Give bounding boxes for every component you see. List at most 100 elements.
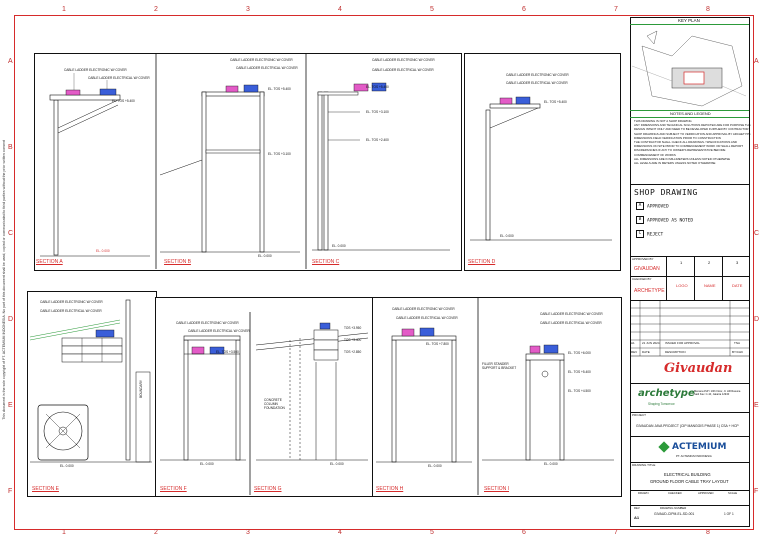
option-label: APPROVED AS NOTED (647, 218, 694, 224)
architect-tagline: Shaping Tomorrow (648, 402, 675, 406)
section-i-label: SECTION I (484, 486, 510, 492)
meta-checked: CHECKED (668, 491, 682, 495)
rev-label: REV (634, 506, 640, 510)
section-g-note1: CONCRETE COLUMN FOUNDATION (264, 398, 285, 410)
sheet-no: 1 OF 1 (724, 512, 734, 516)
grid-column-number: 3 (246, 6, 250, 13)
key-plan-map (632, 26, 746, 110)
option-label: APPROVED (647, 204, 669, 210)
revision-table-grid (630, 300, 749, 357)
section-g-label: SECTION G (254, 486, 282, 492)
option-checkbox[interactable]: C (636, 230, 644, 238)
drawing-border (14, 15, 754, 530)
option-label: REJECT (647, 232, 664, 238)
section-g-el1: TOS +3.950 (344, 326, 362, 330)
approved-by-value: GIVAUDAN (634, 266, 660, 272)
architect-address: Menara ASP / 10th Floor, Jl. HR Rasuna S… (694, 390, 741, 396)
note-line: ALL DIMENSIONS ARE IN MILLIMETERS UNLESS… (634, 156, 731, 161)
grid-column-number: 6 (522, 529, 526, 536)
section-b-el1: EL. TOS +5.400 (268, 87, 291, 91)
section-b-label: SECTION B (164, 259, 191, 265)
section-f-cable1: CABLE LADDER ELECTRONIC W/ COVER (176, 321, 239, 325)
divider (630, 110, 749, 111)
note-line: COMMENCEMENT OF WORKS (634, 152, 676, 157)
divider (630, 383, 749, 384)
section-d-cable1: CABLE LADDER ELECTRONIC W/ COVER (506, 73, 569, 77)
section-h-cable2: CABLE LADDER ELECTRICAL W/ COVER (396, 316, 458, 320)
divider (630, 184, 749, 185)
section-g-el2: TOS +3.400 (344, 338, 362, 342)
grid-column-number: 4 (338, 6, 342, 13)
sign-val-1: LOGO (676, 283, 688, 288)
rev-row1-date: 21 JUN 2024 (642, 341, 660, 345)
sign-val-3: DATE (732, 283, 743, 288)
section-b-el2: EL. TOS +3.100 (268, 152, 291, 156)
note-line: SHOP DRAWINGS AND SUBJECT TO VERIFICATIO… (634, 131, 751, 136)
divider (630, 462, 749, 463)
option-checkbox[interactable]: A (636, 202, 644, 210)
project-label: PROJECT (632, 413, 647, 417)
rev-value: A1 (634, 515, 640, 520)
grid-column-number: 3 (246, 529, 250, 536)
contractor-sub: PT. ACTEMIUM INDONESIA (676, 454, 712, 458)
section-f-el-bottom: EL. 0.000 (200, 462, 214, 466)
section-f-cable2: CABLE LADDER ELECTRICAL W/ COVER (188, 329, 250, 333)
section-c-el3: EL. TOS +2.400 (366, 138, 389, 142)
section-g-el-bottom: EL. 0.000 (330, 462, 344, 466)
section-i-cable2: CABLE LADDER ELECTRICAL W/ COVER (540, 321, 602, 325)
section-e-cable2: CABLE LADDER ELECTRICAL W/ COVER (40, 309, 102, 313)
client-logo: Givaudan (664, 361, 733, 376)
divider (630, 256, 749, 257)
drawing-title-label: DRAWING TITLE (632, 463, 656, 467)
section-c-el2: EL. TOS +3.100 (366, 110, 389, 114)
divider (630, 117, 749, 118)
divider (630, 24, 749, 25)
grid-column-number: 4 (338, 529, 342, 536)
divider (630, 490, 749, 491)
note-line: DIMENSIONS ON SITE PRIOR TO COMMENCEMENT… (634, 144, 744, 149)
option-checkbox[interactable]: B (636, 216, 644, 224)
section-d-el1: EL. TOS +5.400 (544, 100, 567, 104)
divider (666, 256, 667, 300)
drawing-title-1: ELECTRICAL BUILDING (664, 472, 711, 477)
section-i-el2: EL. TOS +5.400 (568, 370, 591, 374)
section-e-el-bottom: EL. 0.000 (60, 464, 74, 468)
section-i-el3: EL. TOS +4.500 (568, 389, 591, 393)
section-a-cable1: CABLE LADDER ELECTRONIC W/ COVER (64, 68, 127, 72)
rev-row2-rev: REV (631, 350, 638, 354)
grid-row-letter: A (8, 58, 13, 65)
note-line: DISCREPANCIES IF ANY TO OWNER'S REPRESEN… (634, 148, 726, 153)
section-e-wall: BOUNDARY (139, 380, 143, 399)
rev-row1-desc: ISSUED FOR APPROVAL (665, 341, 700, 345)
note-line: ANY DIMENSIONS AND TECHNICAL SOLUTIONS D… (634, 123, 751, 128)
sections-bottom-drawing (29, 297, 614, 495)
project-value: GIVAUDAN JAVA PROJECT (CIP MANGGIS PHASE… (636, 424, 739, 428)
section-f-el1: EL. TOS +3.500 (216, 350, 239, 354)
section-h-el1: EL. TOS +7.800 (426, 342, 449, 346)
grid-row-letter: F (8, 488, 13, 495)
grid-row-letter: D (8, 316, 14, 323)
section-c-label: SECTION C (312, 259, 340, 265)
rev-row2-date: DATE (642, 350, 650, 354)
divider (722, 256, 723, 300)
note-line: THE CONTRACTOR SHALL CHECK ALL DRAWINGS … (634, 140, 738, 145)
grid-column-number: 7 (614, 529, 618, 536)
grid-row-letter: A (754, 58, 759, 65)
section-h-label: SECTION H (376, 486, 404, 492)
grid-column-number: 7 (614, 6, 618, 13)
architect-logo: archetype (638, 388, 695, 399)
drawing-no-label: DRAWING NUMBER (660, 506, 687, 510)
check-value: ARCHETYPE (634, 288, 665, 294)
shop-drawing-title: SHOP DRAWING (634, 188, 698, 197)
contractor-logo: ACTEMIUM (672, 442, 727, 452)
grid-row-letter: D (754, 316, 760, 323)
grid-row-letter: E (754, 402, 759, 409)
section-e-cable1: CABLE LADDER ELECTRONIC W/ COVER (40, 300, 103, 304)
grid-column-number: 1 (62, 529, 66, 536)
divider (630, 412, 749, 413)
meta-scale: SCALE (728, 491, 738, 495)
